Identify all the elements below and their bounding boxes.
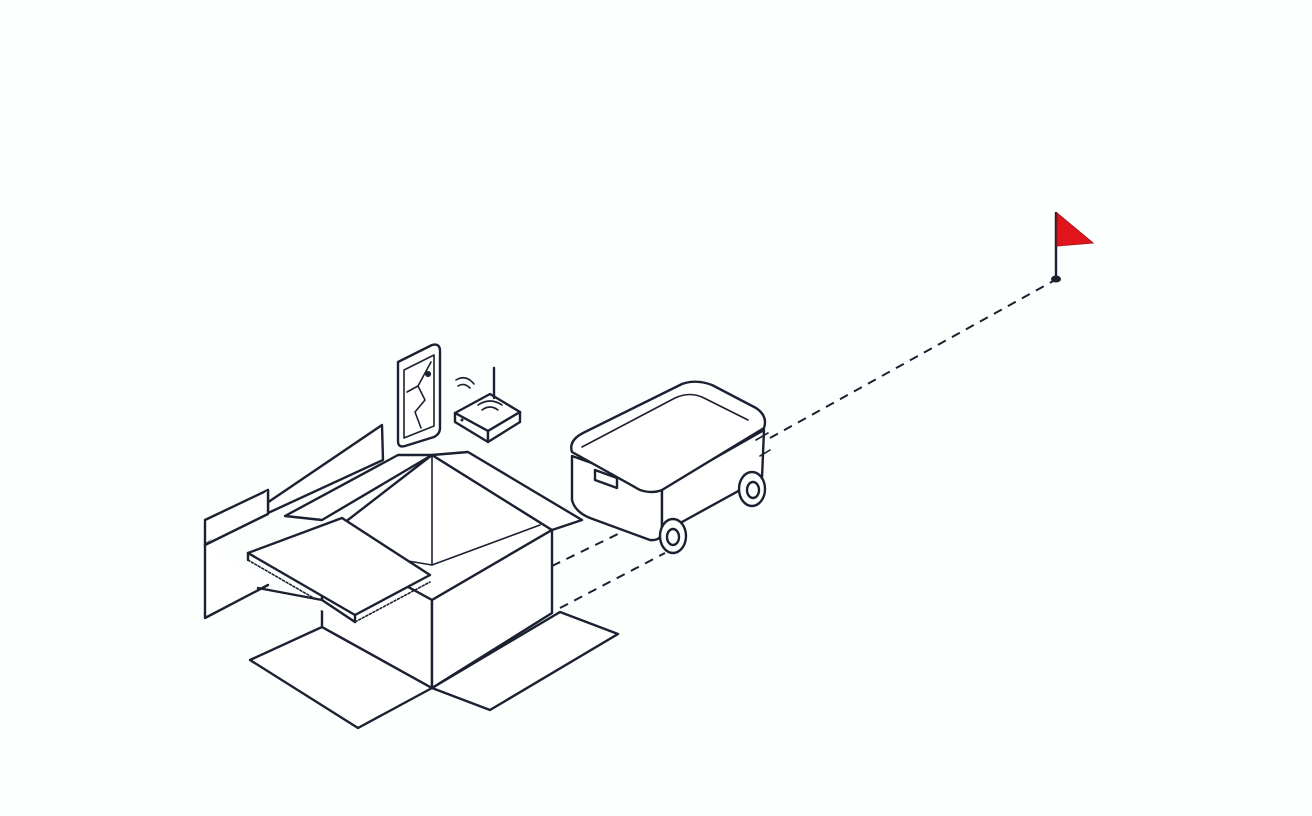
open-cardboard-box-icon — [203, 423, 620, 730]
route-dashed-line — [551, 279, 1056, 609]
destination-flag-icon — [1051, 211, 1095, 283]
delivery-robot-icon — [570, 380, 771, 555]
smartphone-map-icon — [396, 343, 442, 448]
wifi-router-icon — [453, 366, 522, 444]
